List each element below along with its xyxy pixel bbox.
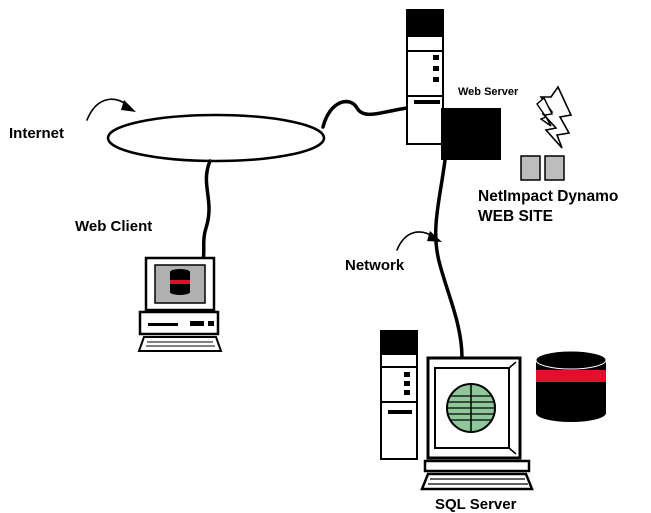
web-client-computer [137, 256, 223, 352]
site-title-line2: WEB SITE [478, 208, 553, 225]
client-link [201, 159, 212, 264]
web-pages-icon [520, 155, 565, 181]
site-title-line1: NetImpact Dynamo [478, 188, 619, 205]
connection-lines [86, 98, 464, 360]
network-pointer-arrowhead [427, 231, 442, 242]
web-server-tower [406, 9, 444, 145]
web-client-label: Web Client [75, 218, 153, 235]
sql-server-monitor [426, 356, 522, 460]
web-server-label: Web Server [458, 86, 519, 98]
internet-ring [106, 113, 326, 163]
server-link [321, 99, 409, 129]
sql-server-label: SQL Server [435, 496, 517, 513]
sql-server-tower [380, 330, 418, 460]
web-server-box [441, 108, 501, 160]
client-screen-database [170, 269, 190, 295]
database-cylinder-icon [535, 350, 607, 422]
lightning-bolt-icon [536, 85, 573, 149]
sql-server-keyboard [420, 459, 534, 491]
network-link [434, 158, 464, 360]
network-label: Network [345, 257, 405, 274]
internet-label: Internet [9, 125, 65, 142]
internet-pointer-arrowhead [121, 100, 136, 112]
globe-icon [446, 383, 496, 433]
